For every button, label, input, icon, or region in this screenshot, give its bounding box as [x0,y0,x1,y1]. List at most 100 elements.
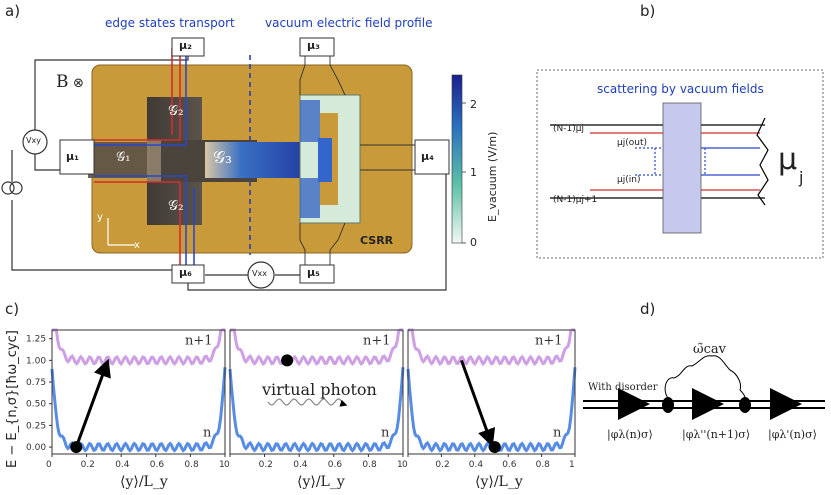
transition-arrow-down [460,359,496,447]
marker-dot-2 [281,354,294,367]
contact-mu1: μ₁ [66,150,79,163]
region-g3: 𝒢₃ [213,148,232,168]
x-tick-label-3-3: 0.6 [502,460,517,470]
current-source [1,150,23,195]
plot-frame-3 [407,329,576,455]
panel-b-frame [536,69,824,259]
band-label-upper-2: n+1 [363,334,391,349]
diagram-d [583,355,825,420]
state-middle: |φλ''(n+1)σ⟩ [682,428,751,441]
mu-j-label: μ [778,142,798,177]
colorbar-tick-2: 2 [470,98,477,111]
x-tick-label-2-4: 0.8 [362,460,377,470]
transition-arrow-up [74,358,111,448]
panel-b-title: scattering by vacuum fields [597,82,764,96]
x-tick-label-2-0: 0 [224,460,230,470]
x-tick-label-1-5: 1 [219,460,225,470]
axis-y-label: y [97,212,103,223]
band-series-n-plus-1-panel-2 [230,328,403,367]
colorbar [451,74,463,244]
contact-mu5: μ₅ [307,266,320,279]
x-tick-label-1-0: 0 [46,460,52,470]
panel-d-label: d) [640,300,656,318]
contact-mu4: μ₄ [421,150,434,163]
device-label: CSRR [360,234,394,247]
band-label-upper-1: n+1 [185,334,213,349]
band-series-n-plus-1-panel-1 [52,328,225,367]
vertex-dot-1 [662,397,674,413]
csrr-resonator [299,94,361,224]
y-tick-label-0: 1.25 [26,335,46,345]
state-right: |φλ'(n)σ⟩ [768,428,817,441]
band-label-lower-3: n [553,426,562,441]
x-tick-label-3-0: 0 [402,460,408,470]
contact-mu2: μ₂ [179,39,192,52]
vxy-meter [22,129,48,155]
virtual-photon-wave [267,398,348,407]
label-mu-j-in: μj(in) [617,175,641,185]
vxx-meter [247,261,275,289]
label-n-minus-1-mu-j1: (N-1)μj+1 [553,195,598,205]
y-tick-label-2: 0.75 [26,378,46,388]
band-label-lower-1: n [203,426,212,441]
contact-leads [299,56,415,265]
x-tick-label-2-1: 0.2 [259,460,273,470]
panel-a-label: a) [5,2,21,20]
band-label-lower-2: n [381,426,390,441]
vxy-label: Vxy [26,136,41,145]
axis-x-label: x [134,240,140,251]
y-tick-label-1: 1.00 [26,356,46,366]
colorbar-tick-0: 0 [470,236,477,249]
band-series-n-panel-2 [228,367,405,453]
contact-mu6: μ₆ [179,266,192,279]
vxx-label: Vxx [252,269,267,278]
virtual-photon-label: virtual photon [262,380,377,399]
y-tick-label-5: 0.00 [26,443,46,453]
x-tick-label-1-4: 0.8 [184,460,199,470]
y-tick-label-3: 0.50 [26,400,46,410]
cavity-frequency-label: ω̃cav [693,342,726,357]
band-series-n-plus-1-panel-3 [408,328,575,367]
y-tick-label-4: 0.25 [26,421,46,431]
x-tick-label-2-3: 0.6 [328,460,343,470]
colorbar-label: E_vacuum (V/m) [486,131,499,222]
vertex-dot-2 [739,397,751,413]
x-tick-label-3-1: 0.2 [435,460,449,470]
header-edge-states: edge states transport [105,16,235,30]
chart-ylabel: E − E_{n,σ}[ħω_cyc] [5,330,20,468]
band-label-upper-3: n+1 [535,334,563,349]
x-tick-label-1-3: 0.6 [150,460,165,470]
label-mu-j-out: μj(out) [617,138,647,148]
state-left: |φλ(n)σ⟩ [607,428,653,441]
scatterer-block [662,102,702,234]
b-field-direction-icon: ⊗ [73,76,84,91]
region-g1: 𝒢₁ [116,150,131,165]
band-series-n-panel-3 [406,367,577,453]
device-axes [107,218,135,246]
panel-c-label: c) [5,300,20,318]
colorbar-tick-1: 1 [470,166,477,179]
region-g2-bottom: 𝒢₂ [168,198,184,214]
chart-xlabel-3: ⟨y⟩/L_y [475,474,523,490]
label-n-minus-1-mu-j: (N-1)μj [553,124,584,134]
x-tick-label-3-5: 1 [569,460,575,470]
chart-panels: 0 0.2 0.4 0.6 0.8 1 1.25 1.00 0.75 0.50 0.25 0.00 n+… [26,328,577,470]
x-tick-label-3-2: 0.4 [469,460,484,470]
b-field-label: B [56,72,69,92]
disorder-label: With disorder [588,382,658,393]
x-tick-label-1-1: 0.2 [81,460,95,470]
contact-pads [59,37,450,284]
x-tick-label-2-5: 1 [397,460,403,470]
panel-b-label: b) [640,2,656,20]
photon-line [664,355,746,399]
edge-state-paths [94,48,195,278]
plot-frame-1 [51,329,226,455]
header-field-profile: vacuum electric field profile [265,16,433,30]
x-tick-label-1-2: 0.4 [115,460,130,470]
x-tick-label-2-2: 0.4 [293,460,308,470]
region-g2-top: 𝒢₂ [168,103,184,119]
contact-mu3: μ₃ [307,39,320,52]
mu-j-subscript: j [799,168,804,187]
chart-xlabel-2: ⟨y⟩/L_y [297,474,345,490]
